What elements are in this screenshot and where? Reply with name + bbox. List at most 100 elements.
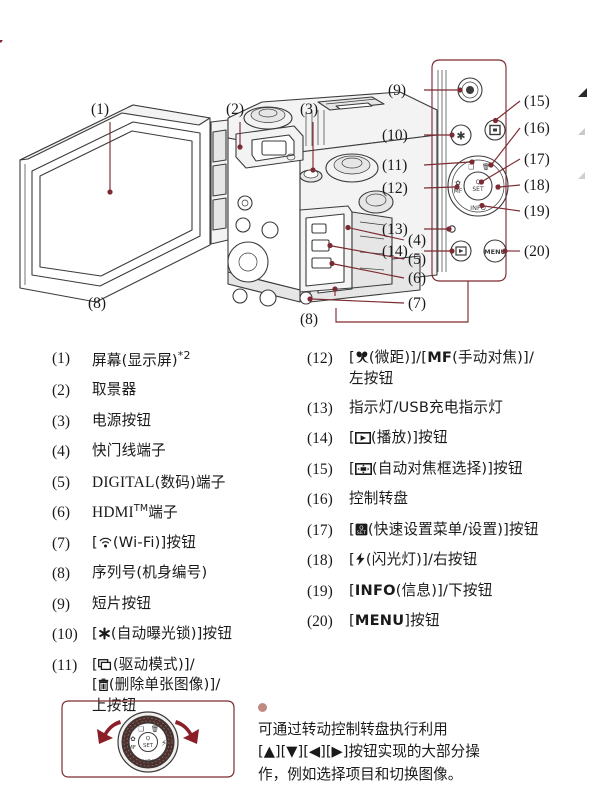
legend-label-8: 序列号(机身编号)	[92, 564, 208, 582]
svg-text:SET: SET	[357, 530, 366, 536]
legend-item-5: (5) DIGITAL(数码)端子	[52, 472, 302, 494]
callout-number-5: (5)	[408, 251, 426, 268]
callout-number-13: (13)	[382, 221, 408, 238]
legend-item-6: (6) HDMITM端子	[52, 502, 302, 524]
legend-label-2: 取景器	[92, 381, 137, 399]
trash-icon: 🗑	[151, 725, 159, 733]
playback-icon	[354, 432, 371, 445]
note-line-1: 可通过转动控制转盘执行利用	[258, 720, 448, 738]
rear-controls-small	[227, 195, 279, 307]
legend-label-12: [(微距)]/[MF(手动对焦)]/左按钮	[349, 348, 597, 389]
legend-number-13: (13)	[307, 399, 333, 417]
callout-2: (2)	[226, 101, 244, 150]
callout-number-4: (4)	[408, 232, 426, 249]
legend-number-6: (6)	[52, 504, 71, 522]
legend-number-3: (3)	[52, 412, 71, 430]
callout-number-9: (9)	[388, 82, 406, 99]
callout-number-20: (20)	[524, 243, 550, 260]
legend-number-16: (16)	[307, 491, 333, 509]
footnote-marker: *2	[177, 349, 191, 362]
legend-number-10: (10)	[52, 626, 78, 644]
legend-item-16: (16) 控制转盘	[307, 489, 597, 511]
legend-label-9: 短片按钮	[92, 594, 152, 612]
note-line-2: [▲][▼][◀][▶]按钮实现的大部分操	[258, 743, 480, 761]
drive-mode-icon: ❑	[138, 725, 144, 733]
callout-18: (18)	[495, 177, 550, 194]
note-body: 可通过转动控制转盘执行利用 [▲][▼][◀][▶]按钮实现的大部分操 作，例如…	[258, 719, 603, 787]
legend-label-4: 快门线端子	[92, 442, 166, 460]
flash-bolt-icon	[355, 552, 366, 566]
lcd-screen-graphic	[19, 104, 211, 303]
rotate-clockwise-arrow	[175, 720, 199, 744]
legend-number-19: (19)	[307, 582, 333, 600]
svg-text:MENU: MENU	[484, 248, 506, 256]
callout-5: (5)	[327, 242, 426, 268]
callout-16: (16)	[0, 40, 550, 168]
legend-item-10: (10) [(自动曝光锁)]按钮	[52, 624, 302, 646]
callout-15: (15)	[492, 93, 550, 124]
callout-number-6: (6)	[408, 270, 426, 287]
callout-number-7: (7)	[408, 295, 426, 312]
macro-flower-icon: ✿	[130, 735, 136, 743]
macro-flower-icon	[355, 351, 369, 364]
legend-label-6: HDMITM端子	[92, 503, 178, 522]
legend-number-5: (5)	[52, 473, 71, 491]
svg-text:Q: Q	[476, 179, 481, 186]
note-line-3: 作，例如选择项目和切换图像。	[258, 765, 463, 783]
legend-item-11: (11) [(驱动模式)]/[(删除单张图像)]/上按钮	[52, 655, 302, 717]
callout-14: (14)	[382, 243, 455, 260]
callout-10: (10)	[382, 127, 455, 144]
callout-number-16: (16)	[524, 120, 550, 137]
figure-frame	[61, 700, 235, 778]
legend-item-3: (3) 电源按钮	[52, 411, 302, 433]
legend-label-13: 指示灯/USB充电指示灯	[349, 398, 504, 416]
legend-label-20: [MENU]按钮	[349, 612, 440, 630]
callout-6: (6)	[329, 260, 426, 287]
callout-number-1: (1)	[91, 101, 109, 118]
legend-number-15: (15)	[307, 460, 333, 478]
legend-item-1: (1) 屏幕(显示屏)*2	[52, 348, 302, 372]
legend-item-18: (18) [(闪光灯)]/右按钮	[307, 550, 597, 572]
legend-item-15: (15) [(自动对焦框选择)]按钮	[307, 459, 597, 481]
quick-set-label: Q	[146, 736, 151, 742]
callout-number-8: (8)	[88, 295, 106, 312]
legend-number-12: (12)	[307, 350, 333, 367]
svg-text:✿: ✿	[455, 179, 461, 187]
trash-icon	[98, 678, 109, 692]
legend-number-14: (14)	[307, 430, 333, 448]
callout-number-19: (19)	[524, 203, 550, 220]
callout-number-18: (18)	[524, 177, 550, 194]
wifi-icon	[98, 536, 113, 549]
legend-label-19: [INFO(信息)]/下按钮	[349, 581, 493, 599]
legend-item-19: (19) [INFO(信息)]/下按钮	[307, 581, 597, 603]
legend-item-13: (13) 指示灯/USB充电指示灯	[307, 398, 597, 420]
legend-item-8: (8) 序列号(机身编号)	[52, 563, 302, 585]
callout-7: (7)	[307, 295, 426, 312]
info-label: INFO	[140, 758, 156, 766]
callout-number-12: (12)	[382, 180, 408, 197]
legend-label-12-line2: 左按钮	[349, 369, 394, 387]
callout-4: (4)	[345, 224, 426, 249]
callout-17: (17)	[478, 151, 550, 185]
legend-number-17: (17)	[307, 521, 333, 539]
legend-column-right: (12) [(微距)]/[MF(手动对焦)]/左按钮 (13) 指示灯/USB充…	[307, 348, 597, 642]
callout-12: (12)	[382, 180, 460, 197]
svg-text:INFO: INFO	[470, 204, 486, 212]
callout-number-10: (10)	[382, 127, 408, 144]
dial-knurl-marks	[123, 717, 173, 767]
legend-item-9: (9) 短片按钮	[52, 594, 302, 616]
legend-label-14: [(播放)]按钮	[349, 429, 448, 447]
scan-edge-mark-1	[578, 88, 587, 97]
legend-label-18: [(闪光灯)]/右按钮	[349, 551, 478, 569]
callout-11: (11)	[382, 157, 475, 174]
callout-number-2: (2)	[226, 101, 244, 118]
callout-9: (9)	[388, 82, 463, 99]
menu-label: MENU	[354, 612, 405, 630]
svg-text:✱: ✱	[456, 130, 465, 143]
legend-number-11: (11)	[52, 656, 78, 674]
svg-text:🗑: 🗑	[482, 163, 490, 171]
legend-number-7: (7)	[52, 534, 71, 552]
legend-label-5: DIGITAL(数码)端子	[92, 473, 226, 491]
